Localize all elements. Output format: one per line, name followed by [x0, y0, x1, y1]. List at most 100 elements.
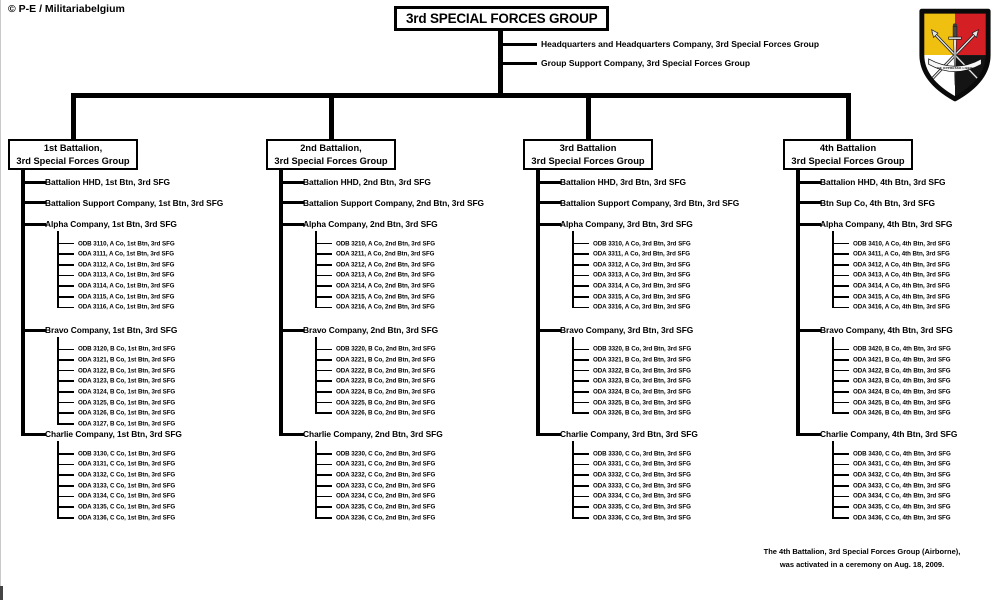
company-tick [799, 222, 821, 226]
team-label: ODA 3122, B Co, 1st Btn, 3rd SFG [78, 367, 176, 375]
team-label: ODA 3311, A Co, 3rd Btn, 3rd SFG [593, 250, 691, 258]
team-label: ODA 3323, B Co, 3rd Btn, 3rd SFG [593, 377, 691, 385]
team-tick [832, 506, 849, 508]
team-tick [57, 474, 74, 476]
team-spine [56, 441, 59, 519]
battalion-spine [21, 169, 25, 436]
team-label: ODA 3333, C Co, 3rd Btn, 3rd SFG [593, 482, 691, 490]
team-tick [315, 242, 332, 245]
team-tick [315, 391, 332, 393]
company-label: Bravo Company, 3rd Btn, 3rd SFG [560, 325, 694, 335]
flash-quadrants [921, 11, 989, 99]
company-tick [24, 328, 46, 332]
team-tick [832, 401, 849, 404]
sf-crest: DE OPPRESSO LIBER [928, 23, 982, 86]
team-label: ODA 3332, C Co, 3rd Btn, 3rd SFG [593, 471, 691, 479]
team-tick [315, 253, 332, 256]
team-label: ODA 3225, B Co, 2nd Btn, 3rd SFG [336, 399, 436, 407]
unit-tick [24, 201, 46, 204]
team-label: ODB 3320, B Co, 3rd Btn, 3rd SFG [593, 345, 692, 353]
team-tick [572, 391, 589, 393]
team-label: ODA 3226, B Co, 2nd Btn, 3rd SFG [336, 409, 436, 417]
team-tick [315, 484, 332, 487]
team-tick [572, 242, 589, 245]
team-label: ODA 3322, B Co, 3rd Btn, 3rd SFG [593, 367, 691, 375]
team-spine [831, 441, 834, 519]
team-label: ODA 3113, A Co, 1st Btn, 3rd SFG [78, 271, 175, 279]
battalion-name-line1: 4th Battalion [819, 143, 877, 153]
team-tick [315, 306, 332, 309]
team-tick [57, 484, 74, 487]
team-label: ODA 3115, A Co, 1st Btn, 3rd SFG [78, 293, 175, 301]
team-spine [831, 231, 834, 309]
team-label: ODA 3223, B Co, 2nd Btn, 3rd SFG [336, 377, 436, 385]
team-tick [572, 264, 589, 266]
team-label: ODA 3315, A Co, 3rd Btn, 3rd SFG [593, 293, 691, 301]
unit-label: Battalion Support Company, 3rd Btn, 3rd … [560, 197, 740, 208]
credit-text: © P-E / Militariabelgium [8, 3, 125, 15]
group-unit-gsc: Group Support Company, 3rd Special Force… [541, 58, 751, 68]
team-tick [57, 391, 74, 393]
team-label: ODA 3216, A Co, 2nd Btn, 3rd SFG [336, 303, 435, 311]
team-label: ODA 3434, C Co, 4th Btn, 3rd SFG [853, 492, 951, 500]
company-tick [24, 432, 46, 436]
battalion-box: 1st Battalion,3rd Special Forces Group [8, 139, 138, 170]
team-label: ODA 3426, B Co, 4th Btn, 3rd SFG [853, 409, 951, 417]
team-label: ODA 3112, A Co, 1st Btn, 3rd SFG [78, 261, 175, 269]
company-tick [539, 222, 561, 226]
company-tick [539, 328, 561, 332]
team-tick [315, 348, 332, 351]
team-tick [57, 359, 74, 361]
team-tick [832, 463, 849, 466]
footnote-line2: was activated in a ceremony on Aug. 18, … [779, 560, 945, 570]
team-tick [832, 380, 849, 383]
team-label: ODA 3335, C Co, 3rd Btn, 3rd SFG [593, 503, 691, 511]
trunk-line [497, 31, 503, 97]
team-spine [571, 441, 574, 519]
team-tick [315, 453, 332, 455]
team-tick [57, 495, 74, 498]
team-tick [57, 285, 74, 287]
unit-tick [24, 180, 46, 184]
team-tick [572, 348, 589, 351]
team-label: ODA 3125, B Co, 1st Btn, 3rd SFG [78, 399, 176, 407]
team-tick [572, 495, 589, 498]
team-tick [832, 295, 849, 298]
group-unit-hhc: Headquarters and Headquarters Company, 3… [541, 39, 820, 49]
team-label: ODA 3411, A Co, 4th Btn, 3rd SFG [853, 250, 950, 258]
unit-tick [539, 201, 561, 204]
team-label: ODA 3313, A Co, 3rd Btn, 3rd SFG [593, 271, 691, 279]
team-tick [572, 453, 589, 455]
team-tick [315, 264, 332, 266]
team-label: ODA 3336, C Co, 3rd Btn, 3rd SFG [593, 514, 691, 522]
team-label: ODB 3210, A Co, 2nd Btn, 3rd SFG [336, 240, 436, 247]
team-tick [315, 274, 332, 277]
team-tick [832, 285, 849, 287]
group-title-box: 3rd SPECIAL FORCES GROUP [394, 6, 610, 31]
company-label: Charlie Company, 1st Btn, 3rd SFG [45, 429, 182, 439]
team-label: ODA 3325, B Co, 3rd Btn, 3rd SFG [593, 399, 691, 407]
team-label: ODB 3430, C Co, 4th Btn, 3rd SFG [853, 450, 951, 458]
team-label: ODA 3314, A Co, 3rd Btn, 3rd SFG [593, 282, 691, 290]
branch-line-hhc [501, 42, 537, 46]
company-tick [799, 328, 821, 332]
team-label: ODB 3230, C Co, 2nd Btn, 3rd SFG [336, 450, 436, 458]
team-label: ODA 3326, B Co, 3rd Btn, 3rd SFG [593, 409, 691, 417]
company-tick [539, 432, 561, 436]
team-label: ODA 3425, B Co, 4th Btn, 3rd SFG [853, 399, 951, 407]
team-tick [572, 401, 589, 404]
team-label: ODB 3410, A Co, 4th Btn, 3rd SFG [853, 240, 951, 247]
battalion-name-line2: 3rd Special Forces Group [791, 156, 905, 167]
team-spine [314, 441, 317, 519]
team-tick [315, 295, 332, 298]
team-tick [832, 369, 849, 372]
unit-label: Battalion HHD, 4th Btn, 3rd SFG [820, 177, 946, 187]
team-label: ODA 3414, A Co, 4th Btn, 3rd SFG [853, 282, 951, 290]
team-label: ODA 3221, B Co, 2nd Btn, 3rd SFG [336, 356, 436, 364]
team-tick [572, 306, 589, 309]
team-label: ODA 3331, C Co, 3rd Btn, 3rd SFG [593, 460, 691, 468]
team-tick [832, 474, 849, 476]
team-spine [314, 231, 317, 309]
